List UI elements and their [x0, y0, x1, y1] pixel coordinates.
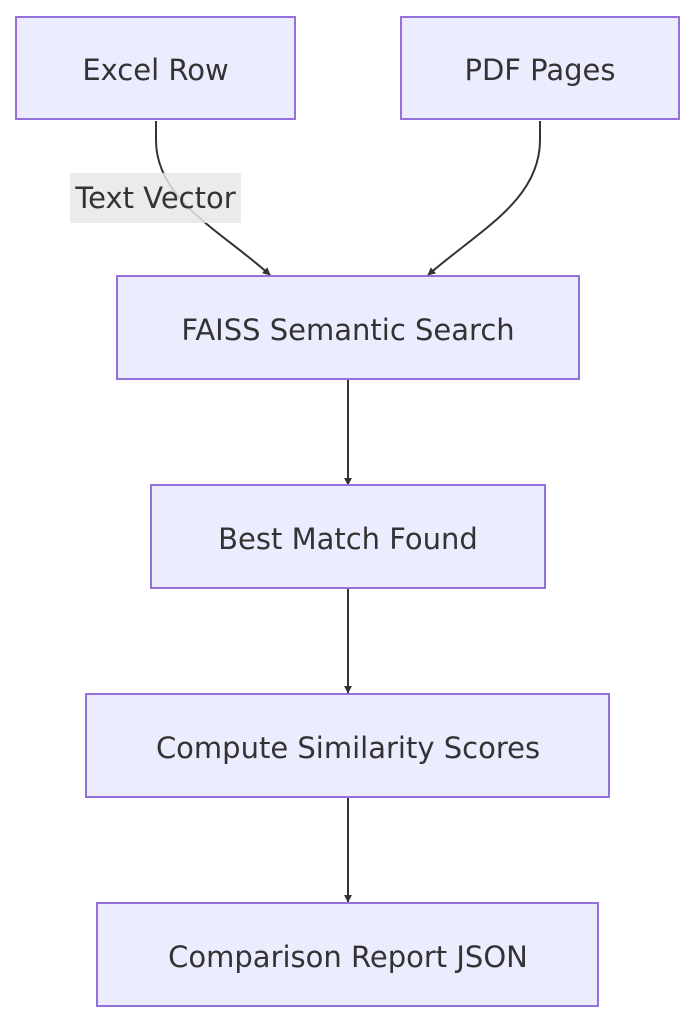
edge-pdf-to-faiss: [427, 121, 541, 276]
node-label: PDF Pages: [464, 53, 615, 87]
node-label: Excel Row: [82, 53, 228, 87]
edge-label-text-vector: Text Vector: [70, 173, 241, 223]
node-label: FAISS Semantic Search: [181, 313, 514, 347]
node-label: Comparison Report JSON: [168, 940, 528, 974]
node-comparison-report-json[interactable]: Comparison Report JSON: [96, 902, 599, 1007]
node-pdf-pages[interactable]: PDF Pages: [400, 16, 680, 120]
node-label: Best Match Found: [218, 522, 478, 556]
node-excel-row[interactable]: Excel Row: [15, 16, 296, 120]
node-faiss-semantic-search[interactable]: FAISS Semantic Search: [116, 275, 580, 380]
node-label: Compute Similarity Scores: [156, 731, 540, 765]
node-best-match-found[interactable]: Best Match Found: [150, 484, 546, 589]
edge-label: Text Vector: [74, 181, 235, 215]
node-compute-similarity-scores[interactable]: Compute Similarity Scores: [85, 693, 610, 798]
